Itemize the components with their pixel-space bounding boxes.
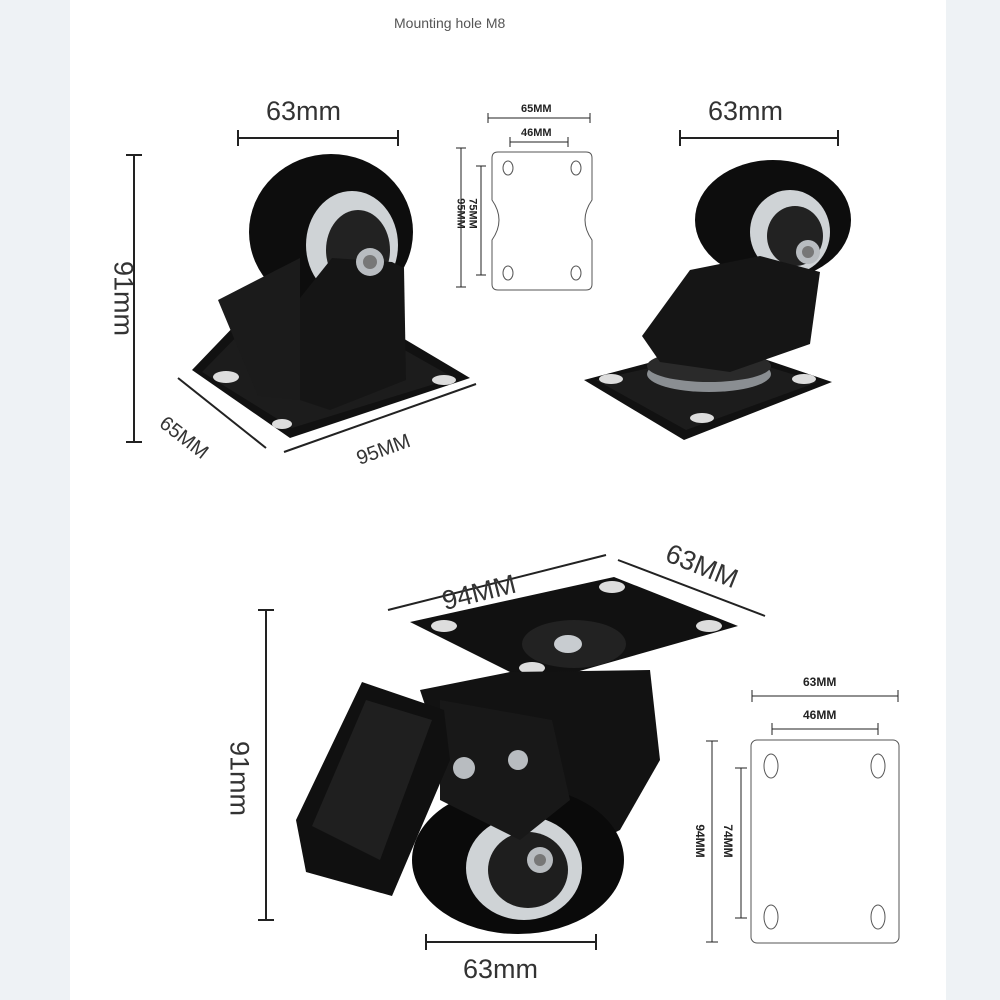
large-plate-hole-width-label: 46MM [803, 708, 837, 722]
fixed-caster-image [192, 154, 470, 438]
brake-wheel-width-dimension-line [425, 934, 597, 950]
swivel-wheel-width-label: 63mm [708, 96, 784, 126]
small-plate-hole-width-label: 46MM [521, 127, 552, 139]
fixed-height-dimension-line [126, 154, 142, 443]
large-plate-drawing [706, 690, 900, 944]
brake-caster-image [296, 577, 738, 934]
small-plate-hole-length-label: 75MM [466, 198, 479, 229]
fixed-height-label: 91mm [108, 260, 139, 336]
swivel-caster-image [584, 160, 851, 440]
fixed-wheel-width-label: 63mm [266, 96, 342, 126]
large-plate-outer-width-label: 63MM [803, 675, 837, 689]
brake-height-label: 91mm [224, 740, 255, 816]
fixed-length-dimension-line [283, 383, 477, 453]
small-plate-drawing [456, 113, 593, 291]
brake-plate-width-dimension-line [617, 559, 766, 617]
large-plate-outer-length-label: 94MM [693, 824, 707, 858]
large-plate-hole-length-label: 74MM [721, 824, 735, 858]
swivel-width-dimension-line [679, 130, 839, 146]
brake-height-dimension-line [258, 609, 274, 921]
brake-wheel-width-label: 63mm [463, 954, 539, 984]
brake-plate-length-dimension-line [387, 554, 607, 611]
fixed-depth-dimension-line [177, 377, 267, 449]
fixed-width-dimension-line [237, 130, 399, 146]
mounting-hole-caption: Mounting hole M8 [394, 15, 506, 31]
small-plate-outer-width-label: 65MM [521, 103, 552, 115]
small-plate-outer-length-label: 95MM [454, 198, 467, 229]
